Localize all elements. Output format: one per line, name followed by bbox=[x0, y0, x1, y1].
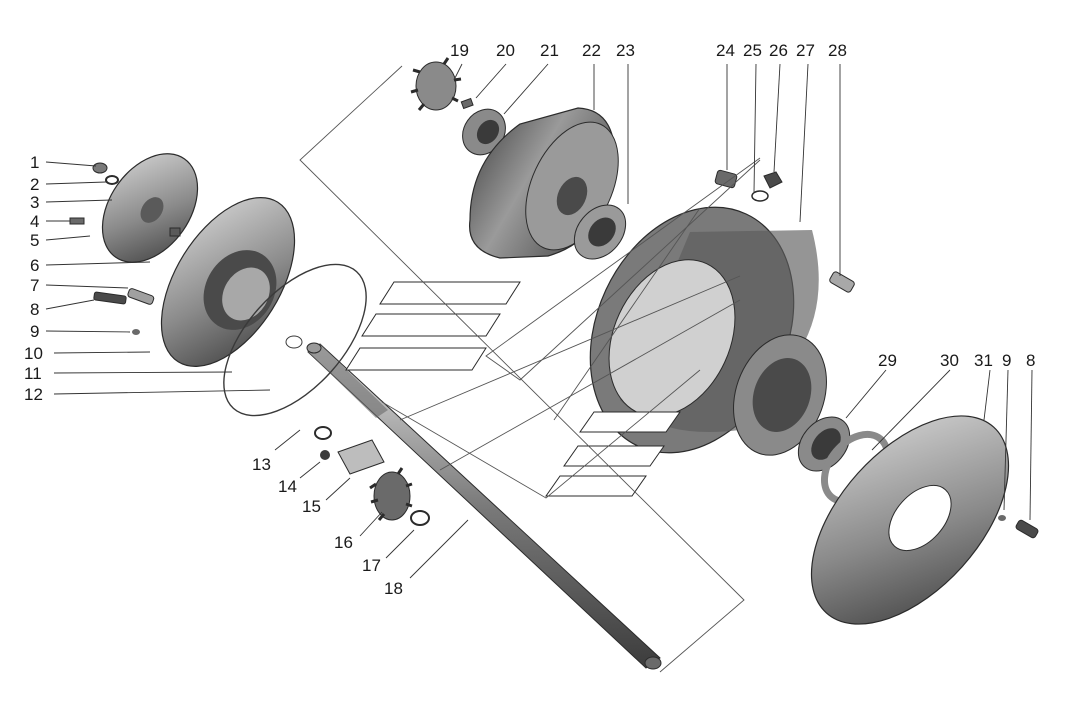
callout-14: 14 bbox=[278, 477, 297, 496]
callout-26: 26 bbox=[769, 41, 788, 60]
callout-9: 9 bbox=[30, 322, 39, 341]
callout-5: 5 bbox=[30, 231, 39, 250]
callout-20: 20 bbox=[496, 41, 515, 60]
callout-3: 3 bbox=[30, 193, 39, 212]
callout-28: 28 bbox=[828, 41, 847, 60]
stud bbox=[829, 271, 855, 293]
callout-16: 16 bbox=[334, 533, 353, 552]
assembly-guide-outlines bbox=[345, 281, 681, 497]
callout-31: 31 bbox=[974, 351, 993, 370]
planet-gear-parts bbox=[314, 426, 430, 526]
hub-washer bbox=[998, 515, 1006, 521]
small-nut bbox=[92, 162, 119, 185]
callout-12: 12 bbox=[24, 385, 43, 404]
assembly-guide-lines bbox=[299, 65, 761, 673]
hub-bolt bbox=[1015, 519, 1039, 539]
brake-disc bbox=[810, 415, 1010, 625]
callout-22: 22 bbox=[582, 41, 601, 60]
washer bbox=[751, 190, 769, 202]
callout-10: 10 bbox=[24, 344, 43, 363]
callout-21: 21 bbox=[540, 41, 559, 60]
axle-shaft bbox=[306, 342, 662, 670]
bolt-pin bbox=[93, 288, 155, 335]
callout-17: 17 bbox=[362, 556, 381, 575]
callout-25: 25 bbox=[743, 41, 762, 60]
axle-housing bbox=[589, 206, 827, 456]
callout-labels: 1 2 3 4 5 6 7 8 9 10 11 12 13 14 15 16 1… bbox=[24, 41, 1035, 598]
callout-2: 2 bbox=[30, 175, 39, 194]
callout-4: 4 bbox=[30, 212, 39, 231]
callout-7: 7 bbox=[30, 276, 39, 295]
callout-1: 1 bbox=[30, 153, 39, 172]
plug bbox=[714, 169, 738, 189]
callout-27: 27 bbox=[796, 41, 815, 60]
leader-lines bbox=[45, 63, 1033, 579]
callout-23: 23 bbox=[616, 41, 635, 60]
callout-18: 18 bbox=[384, 579, 403, 598]
small-screw bbox=[460, 97, 474, 110]
breather-valve bbox=[763, 171, 783, 189]
callout-11: 11 bbox=[24, 364, 42, 383]
callout-6: 6 bbox=[30, 256, 39, 275]
callout-9-right: 9 bbox=[1002, 351, 1011, 370]
callout-30: 30 bbox=[940, 351, 959, 370]
callout-24: 24 bbox=[716, 41, 735, 60]
o-ring-large bbox=[223, 263, 367, 417]
callout-19: 19 bbox=[450, 41, 469, 60]
bearing-ring bbox=[462, 108, 506, 156]
planet-gear bbox=[369, 467, 413, 521]
callout-8-right: 8 bbox=[1026, 351, 1035, 370]
bearing-cup bbox=[573, 204, 627, 260]
callout-15: 15 bbox=[302, 497, 321, 516]
callout-29: 29 bbox=[878, 351, 897, 370]
callout-13: 13 bbox=[252, 455, 271, 474]
callout-8: 8 bbox=[30, 300, 39, 319]
sun-gear bbox=[410, 57, 462, 111]
